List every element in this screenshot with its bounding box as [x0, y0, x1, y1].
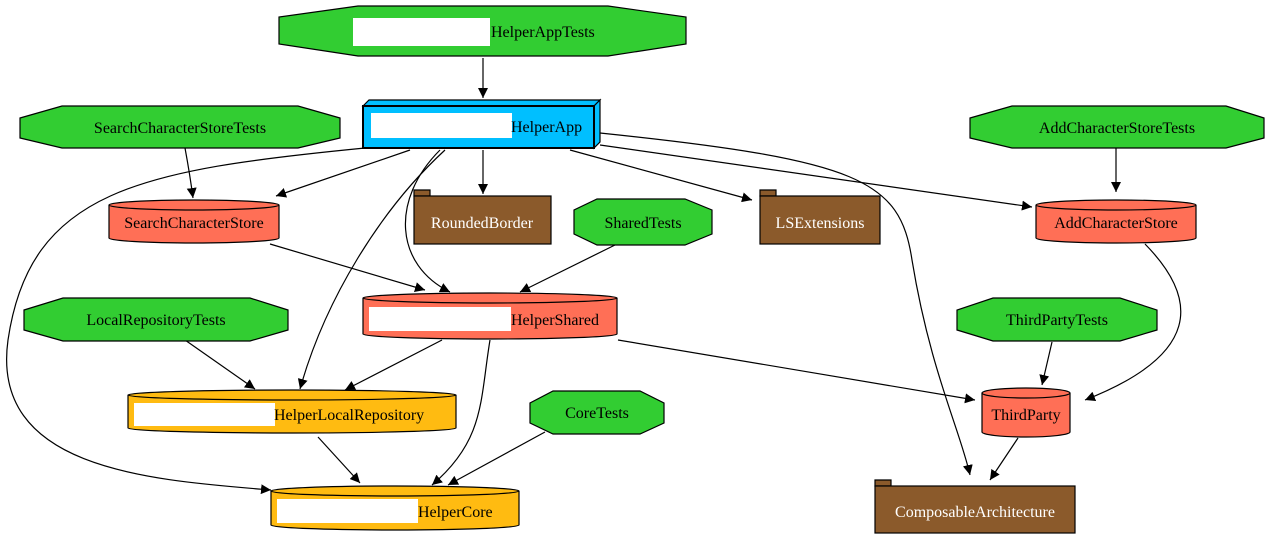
- redaction-box: [134, 403, 275, 426]
- edge-helperapp-searchstore: [275, 149, 411, 198]
- node-label: LocalRepositoryTests: [86, 312, 225, 329]
- node-helper-core[interactable]: HelperCore: [270, 485, 520, 531]
- node-rounded-border[interactable]: RoundedBorder: [413, 189, 552, 245]
- folder-body: [413, 195, 552, 245]
- edge-sharedtests-helpershared: [519, 243, 618, 293]
- node-label: AddCharacterStore: [1054, 215, 1178, 232]
- edge-helpershared-localrepo: [344, 339, 443, 391]
- node-composable-architecture[interactable]: ComposableArchitecture: [874, 479, 1076, 534]
- node-helper-shared[interactable]: HelperShared: [362, 292, 618, 340]
- cylinder-body: [981, 387, 1071, 438]
- redaction-box: [353, 18, 490, 46]
- node-label: HelperApp: [511, 119, 582, 136]
- edge-helperapp-localrepo: [297, 149, 446, 390]
- cylinder-body: [108, 199, 280, 244]
- edge-localrepotests-localrepo: [184, 339, 256, 390]
- edge-coretests-helpercore: [447, 431, 546, 486]
- node-label: SearchCharacterStore: [124, 215, 263, 232]
- edge-helperapp-helpershared: [404, 149, 451, 293]
- cylinder-rim: [270, 490, 520, 497]
- folder-tab: [874, 479, 892, 487]
- node-label: SearchCharacterStoreTests: [94, 120, 266, 137]
- octagon-shape: [969, 105, 1265, 149]
- cylinder-rim: [362, 297, 618, 304]
- edges: [6, 58, 1182, 495]
- node-label: HelperShared: [511, 312, 599, 329]
- node-helper-local-repository[interactable]: HelperLocalRepository: [127, 389, 457, 434]
- node-label: CoreTests: [565, 405, 629, 422]
- octagon-shape: [23, 297, 289, 342]
- node-label: AddCharacterStoreTests: [1039, 120, 1195, 137]
- folder-tab: [759, 189, 777, 197]
- folder-tab: [413, 189, 431, 197]
- edge-helpershared-helpercore: [431, 339, 491, 486]
- octagon-shape: [529, 390, 665, 435]
- edge-helperapp-composable: [599, 132, 973, 476]
- edge-helperapp-helpercore: [6, 147, 366, 495]
- node-search-character-store[interactable]: SearchCharacterStore: [108, 199, 280, 244]
- cylinder-body: [1035, 199, 1197, 244]
- octagon-shape: [19, 105, 341, 149]
- node-label: HelperCore: [418, 504, 493, 521]
- node-helper-app-tests[interactable]: HelperAppTests: [278, 5, 687, 57]
- cylinder-rim: [108, 204, 280, 211]
- node-label: RoundedBorder: [431, 215, 534, 232]
- node-label: LSExtensions: [776, 215, 865, 232]
- octagon-shape: [956, 297, 1158, 342]
- node-label: SharedTests: [604, 215, 681, 232]
- edge-addstore-thirdparty: [1084, 243, 1182, 402]
- edge-helpershared-thirdparty: [617, 339, 976, 404]
- redaction-box: [369, 307, 511, 331]
- edge-searchtests-searchstore: [184, 147, 197, 199]
- node-helper-app[interactable]: HelperApp: [361, 98, 602, 150]
- node-local-repository-tests[interactable]: LocalRepositoryTests: [23, 297, 289, 342]
- edge-helperapp-addstore: [599, 144, 1033, 211]
- edge-localrepo-helpercore: [317, 436, 361, 484]
- edge-helperapp-lsextensions: [569, 149, 753, 203]
- node-shared-tests[interactable]: SharedTests: [573, 198, 713, 246]
- cylinder-rim: [981, 392, 1071, 399]
- node-label: HelperAppTests: [491, 24, 595, 41]
- cylinder-rim: [127, 394, 457, 401]
- node-third-party-tests[interactable]: ThirdPartyTests: [956, 297, 1158, 342]
- node-third-party[interactable]: ThirdParty: [981, 387, 1071, 438]
- node-add-character-store-tests[interactable]: AddCharacterStoreTests: [969, 105, 1265, 149]
- node-label: HelperLocalRepository: [274, 407, 424, 424]
- edge-thirdpartytests-thirdparty: [1039, 341, 1053, 386]
- node-search-character-store-tests[interactable]: SearchCharacterStoreTests: [19, 105, 341, 149]
- node-label: ThirdPartyTests: [1006, 312, 1108, 329]
- folder-body: [874, 485, 1076, 534]
- folder-body: [759, 195, 881, 245]
- node-core-tests[interactable]: CoreTests: [529, 390, 665, 435]
- edge-searchstore-helpershared: [269, 243, 426, 292]
- cylinder-rim: [1035, 204, 1197, 211]
- node-add-character-store[interactable]: AddCharacterStore: [1035, 199, 1197, 244]
- node-ls-extensions[interactable]: LSExtensions: [759, 189, 881, 245]
- node-label: ThirdParty: [991, 407, 1060, 424]
- node-label: ComposableArchitecture: [895, 504, 1055, 521]
- redaction-box: [277, 499, 418, 523]
- octagon-shape: [573, 198, 713, 246]
- redaction-box: [371, 113, 512, 138]
- edge-thirdparty-composable: [989, 437, 1019, 481]
